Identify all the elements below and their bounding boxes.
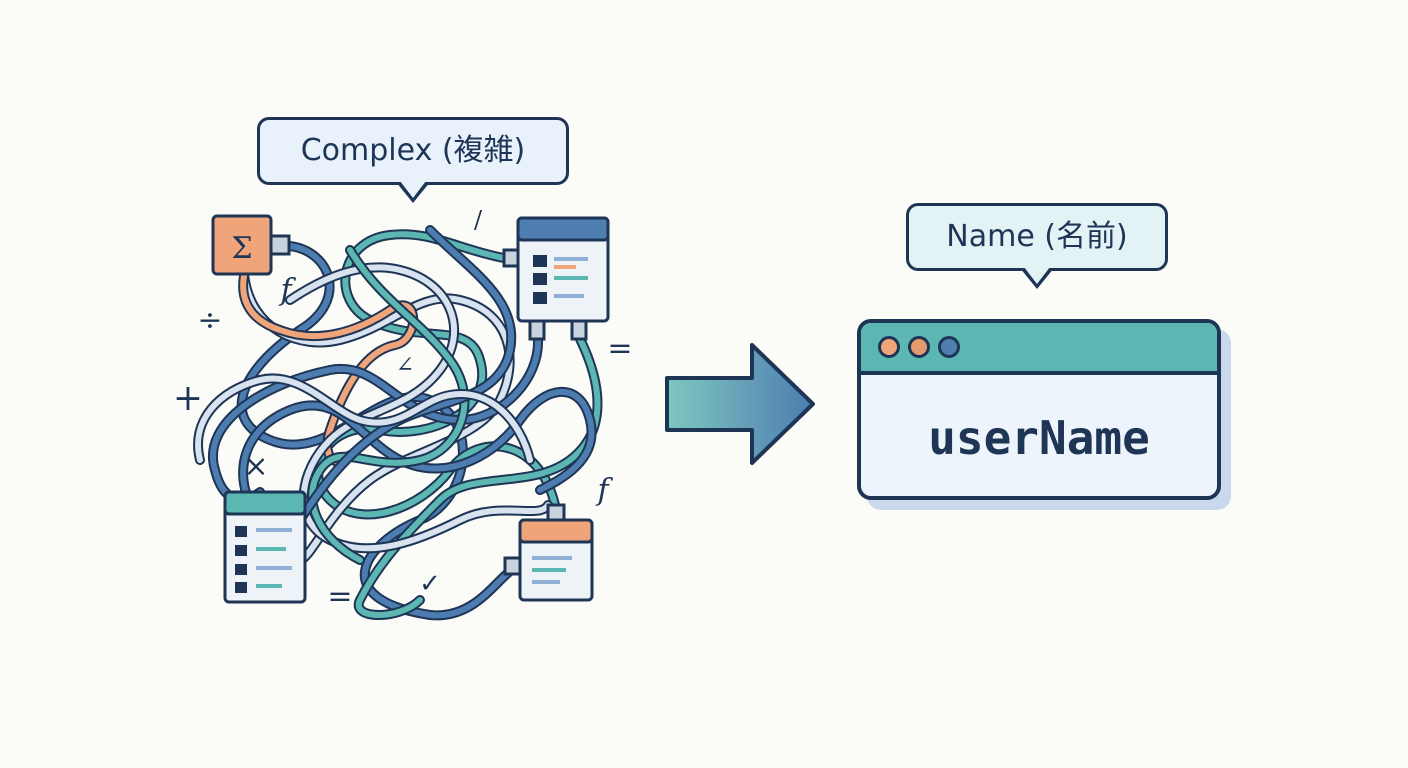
math-symbol: f [595, 473, 613, 508]
wire [210, 336, 542, 503]
wire [195, 375, 533, 463]
complex-label-text: Complex (複雑) [300, 133, 526, 168]
math-symbol: ✓ [419, 569, 441, 599]
math-symbol: ∠ [396, 353, 414, 378]
window-dot-3 [938, 336, 960, 358]
bubble-tail-fill [400, 181, 426, 198]
transform-arrow [665, 343, 815, 465]
named-variable-window: userName [857, 319, 1221, 500]
bubble-tail-fill [1024, 267, 1050, 284]
window-body: userName [861, 375, 1217, 496]
sigma-module-card: Σ [211, 214, 291, 276]
sigma-symbol: Σ [231, 231, 252, 266]
data-table-card-bottom-left [223, 490, 307, 604]
complex-label-bubble: Complex (複雑) [257, 117, 569, 203]
math-symbol: × [243, 449, 268, 484]
wire [241, 271, 513, 563]
window-dot-1 [878, 336, 900, 358]
name-label-bubble: Name (名前) [906, 203, 1168, 289]
math-symbol: = [607, 331, 632, 366]
math-symbol: = [327, 579, 352, 614]
data-table-card-bottom-right [503, 503, 594, 602]
math-symbol: ÷ [197, 303, 222, 338]
name-label-text: Name (名前) [946, 219, 1128, 254]
variable-name-text: userName [928, 410, 1150, 465]
math-symbol: / [474, 206, 483, 234]
wire [240, 388, 595, 523]
window-title-bar [861, 323, 1217, 375]
window-dot-2 [908, 336, 930, 358]
math-symbol: + [173, 378, 203, 419]
data-table-card-top-right [502, 216, 610, 341]
wire [287, 264, 551, 552]
